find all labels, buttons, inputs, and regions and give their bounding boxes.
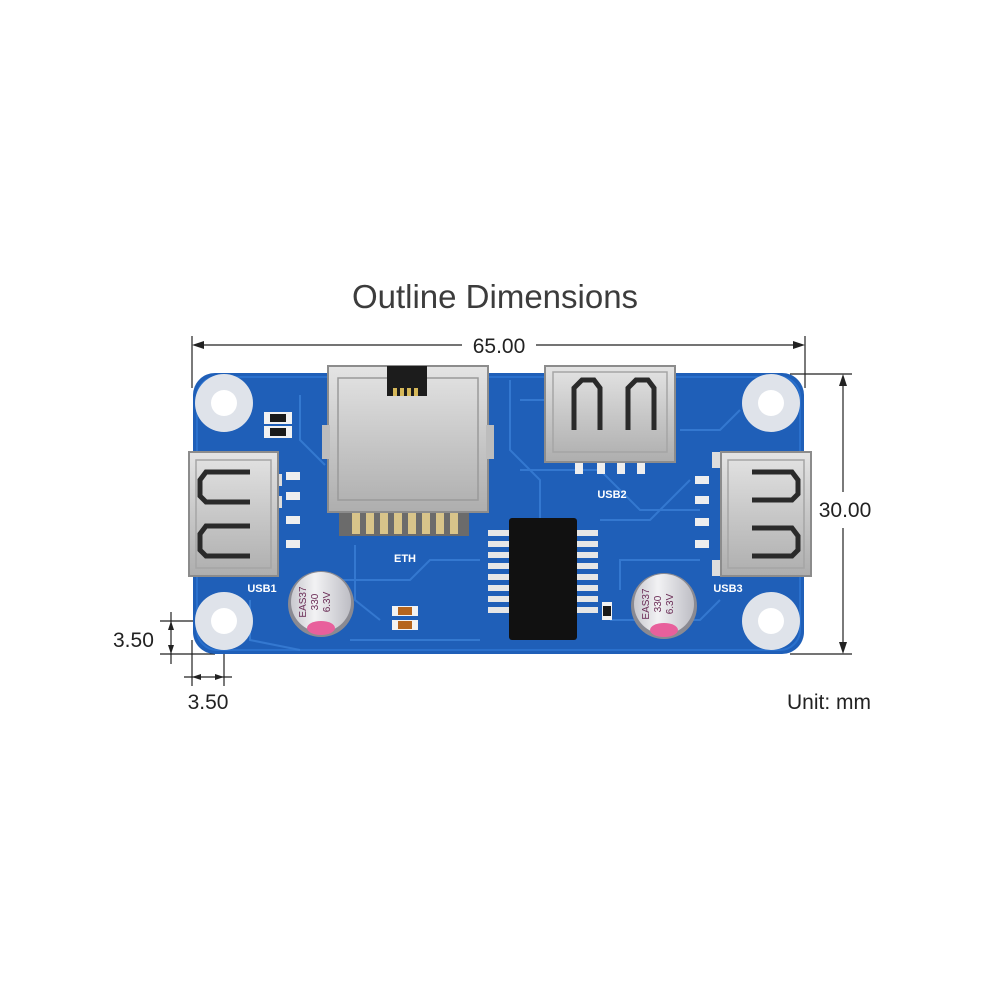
capacitor-text: 6.3V xyxy=(665,593,676,614)
hole-offset-y-label: 3.50 xyxy=(113,629,154,652)
dimension-width xyxy=(191,336,806,388)
dimension-height xyxy=(790,373,852,655)
arrow-up-icon xyxy=(839,374,847,386)
capacitor-text: 330 xyxy=(310,593,321,610)
unit-label: Unit: mm xyxy=(787,691,871,714)
usb1-label: USB1 xyxy=(247,583,276,595)
arrow-up-icon xyxy=(168,621,174,630)
mounting-hole xyxy=(742,592,800,650)
page-title: Outline Dimensions xyxy=(351,278,639,315)
smd-component xyxy=(602,602,612,620)
capacitor-right: EAS37 330 6.3V xyxy=(631,573,697,639)
capacitor-left: EAS37 330 6.3V xyxy=(288,571,354,637)
arrow-left-icon xyxy=(192,341,204,349)
arrow-down-icon xyxy=(839,642,847,654)
capacitor-text: EAS37 xyxy=(641,588,652,620)
width-label: 65.00 xyxy=(473,335,526,358)
smd-component xyxy=(392,606,418,630)
ethernet-jack xyxy=(322,365,494,536)
usb1-port xyxy=(188,451,300,577)
capacitor-text: 330 xyxy=(653,595,664,612)
eth-label: ETH xyxy=(394,553,416,565)
arrow-right-icon xyxy=(215,674,224,680)
mounting-hole xyxy=(195,374,253,432)
hole-offset-x-label: 3.50 xyxy=(188,691,229,714)
mounting-hole xyxy=(195,592,253,650)
arrow-right-icon xyxy=(793,341,805,349)
smd-component xyxy=(264,412,292,438)
arrow-down-icon xyxy=(168,645,174,654)
capacitor-text: EAS37 xyxy=(298,586,309,618)
usb2-port xyxy=(544,365,676,474)
capacitor-text: 6.3V xyxy=(322,591,333,612)
hub-chip xyxy=(488,518,598,640)
usb2-label: USB2 xyxy=(597,489,626,501)
usb3-label: USB3 xyxy=(713,583,742,595)
arrow-left-icon xyxy=(192,674,201,680)
usb3-port xyxy=(695,451,812,577)
mounting-hole xyxy=(742,374,800,432)
height-label: 30.00 xyxy=(819,499,872,522)
